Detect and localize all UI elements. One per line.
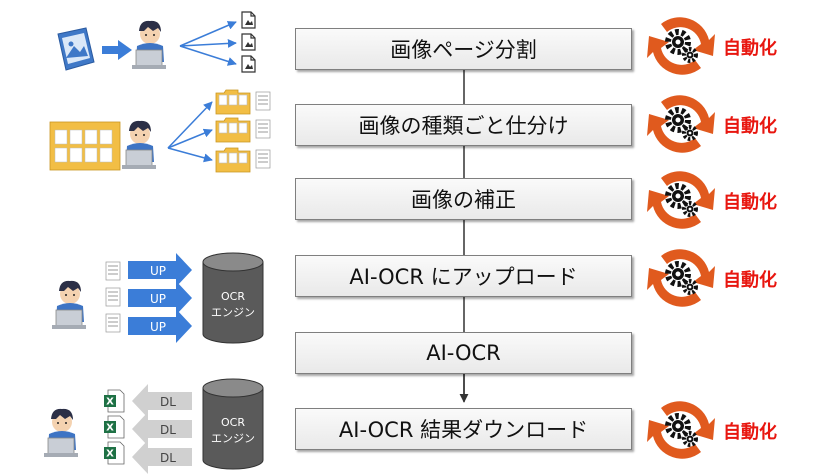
upload-docs: [105, 261, 121, 333]
step-sort-by-type: 画像の種類ごと仕分け: [295, 104, 632, 146]
automation-label-4: 自動化: [723, 270, 777, 291]
ocr-engine-2-line1: OCR: [221, 416, 245, 429]
split-arrows: [179, 21, 237, 66]
person-laptop-icon: [131, 20, 167, 70]
sort-arrows: [167, 101, 213, 163]
file-icon: [241, 11, 256, 73]
person-laptop-icon-2: [121, 120, 157, 170]
gear-icon-1: [647, 17, 715, 74]
step-page-split: 画像ページ分割: [295, 28, 632, 70]
image-doc-icon: [57, 27, 95, 71]
upload-label-1: UP: [150, 264, 166, 278]
automation-label-6: 自動化: [723, 422, 777, 443]
step-label: AI-OCR 結果ダウンロード: [338, 418, 589, 442]
upload-arrow-2: [128, 281, 192, 315]
step-label: 画像の補正: [411, 188, 516, 212]
gear-icon-2: [647, 95, 715, 152]
upload-arrow-3: [128, 309, 192, 343]
gear-icon-3: [647, 171, 715, 228]
gear-icon-6: [647, 401, 715, 458]
sorted-folder-icons: [215, 89, 271, 173]
ocr-engine-line2: エンジン: [211, 306, 255, 319]
upload-label-2: UP: [150, 292, 166, 306]
upload-label-3: UP: [150, 320, 166, 334]
download-label-2: DL: [160, 423, 176, 437]
gear-icon-4: [647, 249, 715, 306]
upload-arrow-1: [128, 253, 192, 287]
download-arrow-3: [132, 440, 192, 474]
person-laptop-icon-4: [43, 408, 79, 458]
step-label: AI-OCR にアップロード: [349, 265, 578, 289]
automation-label-3: 自動化: [723, 192, 777, 213]
download-arrow-1: [132, 384, 192, 418]
ocr-engine-line1: OCR: [221, 290, 245, 303]
automation-label-1: 自動化: [723, 38, 777, 59]
step-upload: AI-OCR にアップロード: [295, 255, 632, 297]
download-label-3: DL: [160, 451, 176, 465]
automation-label-2: 自動化: [723, 116, 777, 137]
person-laptop-icon-3: [51, 280, 87, 330]
step-ai-ocr: AI-OCR: [295, 332, 632, 374]
step-label: AI-OCR: [426, 341, 501, 365]
download-label-1: DL: [160, 395, 176, 409]
step-image-correction: 画像の補正: [295, 178, 632, 220]
to-person-arrow: [102, 40, 132, 60]
download-arrow-2: [132, 412, 192, 446]
folder-icon: [49, 121, 121, 171]
step-label: 画像ページ分割: [390, 38, 537, 62]
ocr-engine-2-line2: エンジン: [211, 432, 255, 445]
step-label: 画像の種類ごと仕分け: [358, 114, 569, 138]
step-download: AI-OCR 結果ダウンロード: [295, 408, 632, 450]
excel-file-icon: [103, 389, 125, 465]
